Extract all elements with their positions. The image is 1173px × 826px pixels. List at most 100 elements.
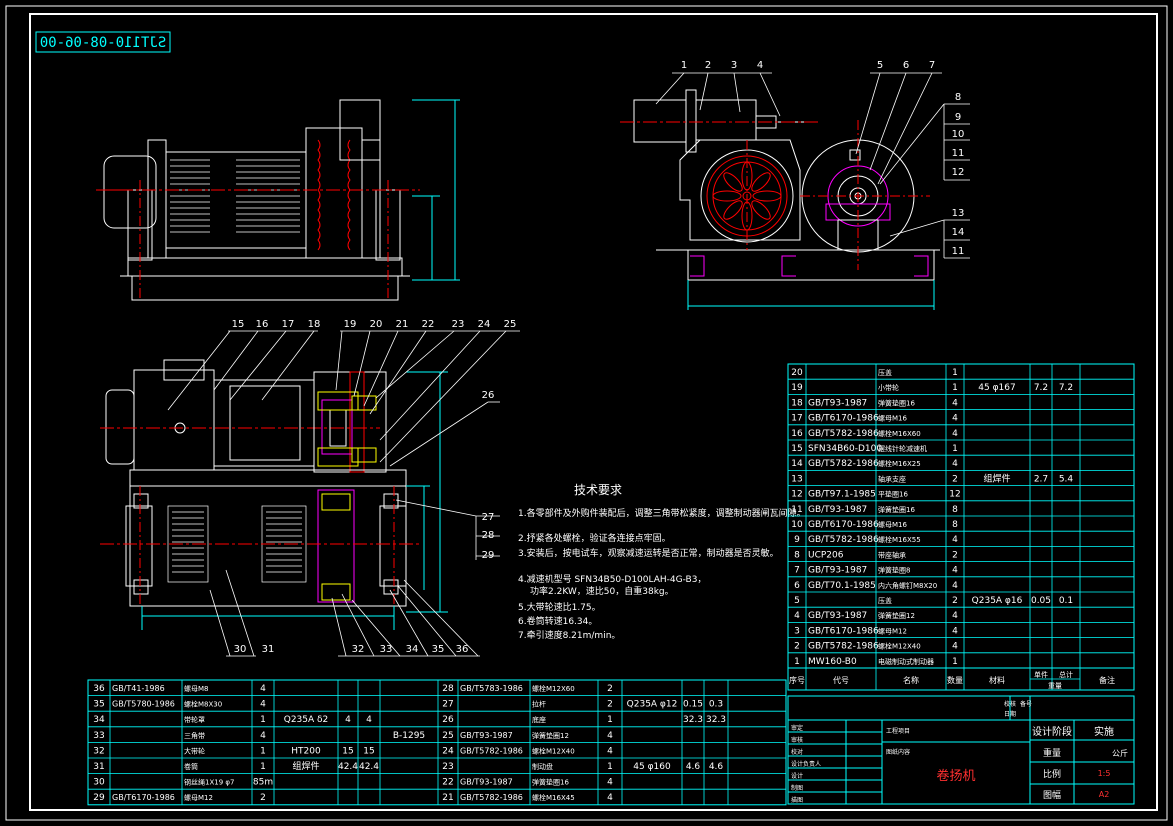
bom-bottom-cell-no: 24 <box>442 746 454 756</box>
leader-number: 17 <box>282 319 295 330</box>
bom-bottom-cell-qty: 4 <box>260 731 266 741</box>
leader-number: 15 <box>232 319 245 330</box>
bom-bottom-cell-code: GB/T5782-1986 <box>460 793 523 802</box>
bom-bottom-cell-name: 螺栓M12X40 <box>532 746 575 755</box>
bom-cell-code: GB/T70.1-1985 <box>808 581 876 591</box>
bom-cell-name: 弹簧垫圈16 <box>878 398 915 407</box>
bom-cell-name: 弹簧垫圈12 <box>878 611 915 620</box>
tech-requirement-item: 4.减速机型号 SFN34B50-D100LAH-4G-B3， <box>518 573 706 585</box>
plan-view <box>100 359 448 630</box>
remark-label-1: 校核 <box>1004 700 1016 708</box>
bom-bottom-cell-unit: 4.6 <box>686 762 701 772</box>
bom-bottom-cell-qty: 1 <box>607 762 613 772</box>
leader-number: 10 <box>952 129 965 140</box>
bom-cell-qty: 4 <box>952 535 958 545</box>
title-block <box>787 695 1135 805</box>
bom-bottom-cell-total: 42.4 <box>359 762 379 772</box>
remark-label-3: 日期 <box>1004 710 1016 718</box>
leader-number: 13 <box>952 208 965 219</box>
inner-frame <box>29 13 1158 811</box>
bom-bottom-cell-no: 23 <box>442 762 453 772</box>
leader-number: 3 <box>731 60 737 71</box>
bom-bottom-cell-no: 35 <box>93 700 104 710</box>
bom-cell-no: 2 <box>794 642 800 652</box>
bom-cell-code: GB/T5782-1986 <box>808 535 879 545</box>
bom-cell-no: 20 <box>791 368 803 378</box>
bom-cell-code: GB/T6170-1986 <box>808 626 879 636</box>
bom-cell-unit: 2.7 <box>1034 474 1048 484</box>
bom-cell-name: 螺栓M16X25 <box>878 459 921 468</box>
bom-header-code: 代号 <box>833 675 849 685</box>
bom-cell-qty: 1 <box>952 383 958 393</box>
bom-header-no: 序号 <box>789 675 805 685</box>
bom-cell-qty: 8 <box>952 520 958 530</box>
bom-bottom-cell-name: 拉杆 <box>532 700 546 709</box>
bom-bottom-cell-no: 21 <box>442 793 453 803</box>
bom-bottom-cell-qty: 1 <box>260 715 266 725</box>
bom-bottom-cell-qty: 4 <box>260 700 266 710</box>
bom-cell-no: 19 <box>791 383 803 393</box>
bom-cell-no: 13 <box>791 474 802 484</box>
title-block-texts: 工程项目 图纸内容 卷扬机 设计阶段 实施 重量 公斤 比例 1:5 图幅 A2… <box>791 700 1128 804</box>
leader-number: 28 <box>482 530 495 541</box>
bom-cell-qty: 2 <box>952 596 958 606</box>
bom-cell-code: GB/T93-1987 <box>808 505 867 515</box>
bom-cell-qty: 4 <box>952 611 958 621</box>
bom-cell-name: 螺栓M16X55 <box>878 535 921 544</box>
bom-bottom-cell-name: 带轮罩 <box>184 715 205 724</box>
bom-bottom-cell-code: GB/T5782-1986 <box>460 746 523 755</box>
bom-cell-name: 压盖 <box>878 368 892 377</box>
bom-cell-total: 7.2 <box>1059 383 1073 393</box>
bom-cell-no: 14 <box>791 459 803 469</box>
tech-requirement-item: 5.大带轮速比1.75。 <box>518 601 601 613</box>
title-block-role: 审定 <box>791 724 803 732</box>
bom-cell-material: Q235A φ16 <box>972 596 1023 606</box>
bom-bottom-cell-code: GB/T41-1986 <box>112 684 165 693</box>
leader-number: 2 <box>705 60 711 71</box>
stage-value: 实施 <box>1094 725 1114 738</box>
bom-cell-code: GB/T93-1987 <box>808 611 867 621</box>
title-block-role: 制图 <box>791 784 803 792</box>
size-value: A2 <box>1099 790 1110 799</box>
bom-cell-name: 平垫圈16 <box>878 490 908 499</box>
tech-requirement-item: 功率2.2KW，速比50，自重38kg。 <box>530 585 674 597</box>
bom-bottom-cell-total: 4.6 <box>709 762 724 772</box>
bom-bottom-cell-total: 15 <box>363 746 374 756</box>
bom-header-name: 名称 <box>903 675 919 685</box>
bom-bottom-cell-unit: 4 <box>345 715 351 725</box>
bom-cell-code: GB/T5782-1986 <box>808 642 879 652</box>
tech-requirement-item: 2.抒紧各处螺栓，验证各连接点牢固。 <box>518 532 671 544</box>
bom-bottom-cell-unit: 42.4 <box>338 762 358 772</box>
title-block-role: 设计负责人 <box>791 760 821 768</box>
bom-bottom-cell-name: 弹簧垫圈16 <box>532 778 569 787</box>
bom-cell-code: GB/T6170-1986 <box>808 414 879 424</box>
remark-label-2: 备号 <box>1020 700 1032 708</box>
bom-bottom-cell-no: 33 <box>93 731 104 741</box>
bom-cell-name: 小带轮 <box>878 383 899 392</box>
title-block-role: 描图 <box>791 796 803 804</box>
leader-number: 11 <box>952 246 965 257</box>
bom-header-weight: 重量 <box>1048 682 1062 690</box>
leader-number: 5 <box>877 60 883 71</box>
bom-bottom-cell-material: Q235A φ12 <box>627 700 678 710</box>
bom-cell-qty: 4 <box>952 459 958 469</box>
bom-cell-material: 组焊件 <box>983 472 1010 484</box>
bom-cell-name: 内六角螺钉M8X20 <box>878 581 937 590</box>
bom-bottom-cell-name: 钢丝绳1X19 φ7 <box>184 778 234 787</box>
tech-requirement-item: 7.牵引速度8.21m/min。 <box>518 629 620 641</box>
bom-bottom-cell-code: GB/T6170-1986 <box>112 793 175 802</box>
bom-bottom-cell-name: 卷筒 <box>184 762 198 771</box>
bom-cell-no: 6 <box>794 581 800 591</box>
leader-number: 33 <box>380 644 393 655</box>
bom-cell-unit: 7.2 <box>1034 383 1048 393</box>
title-block-role: 审核 <box>791 736 803 744</box>
bom-bottom-cell-name: 弹簧垫圈12 <box>532 731 569 740</box>
bom-bottom-cell-total: 32.3 <box>706 715 726 725</box>
leader-number: 7 <box>929 60 935 71</box>
leader-number: 11 <box>952 148 965 159</box>
bom-bottom-cell-unit: 32.3 <box>683 715 703 725</box>
bom-cell-code: GB/T93-1987 <box>808 398 867 408</box>
bom-bottom-cell-no: 34 <box>93 715 105 725</box>
